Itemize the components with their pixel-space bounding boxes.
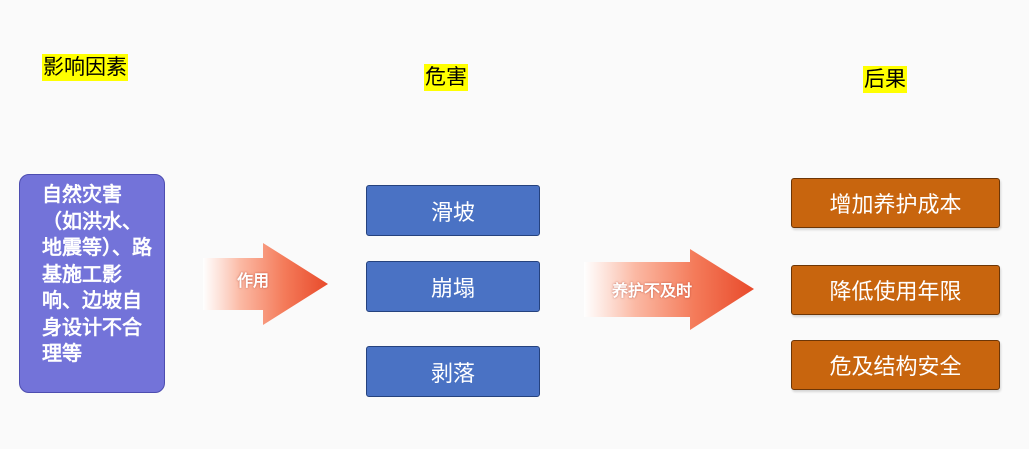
arrow-label-maintenance: 养护不及时	[612, 281, 693, 300]
header-factors: 影响因素	[42, 54, 128, 81]
cause-box: 自然灾害（如洪水、地震等）、路基施工影响、边坡自身设计不合理等	[19, 174, 165, 393]
consequence-reduce-life: 降低使用年限	[791, 265, 1000, 315]
consequence-endanger-safety: 危及结构安全	[791, 340, 1000, 390]
arrow-label-act: 作用	[237, 271, 270, 290]
header-hazards: 危害	[424, 64, 468, 91]
hazard-collapse: 崩塌	[366, 261, 540, 312]
hazard-spalling: 剥落	[366, 346, 540, 397]
arrow-maintenance-icon	[584, 249, 754, 330]
header-consequences: 后果	[863, 66, 907, 93]
hazard-landslide: 滑坡	[366, 185, 540, 236]
consequence-increase-cost: 增加养护成本	[791, 178, 1000, 228]
arrow-act-icon	[203, 243, 328, 325]
